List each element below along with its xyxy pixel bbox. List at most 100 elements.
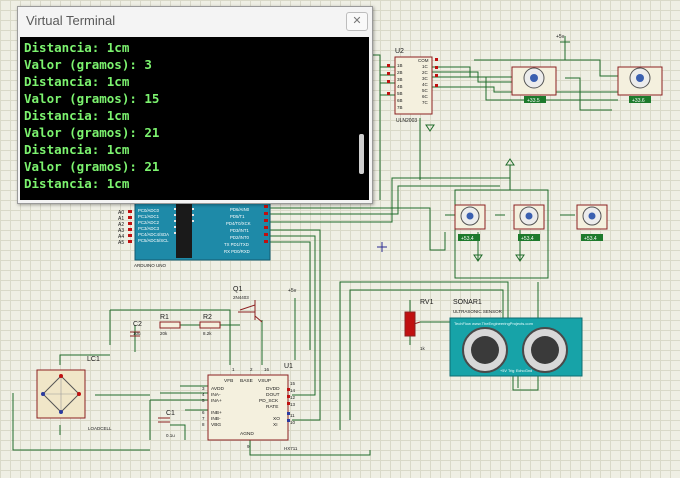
u2-pin: 6C — [422, 94, 429, 99]
sonar-brand: TechFlow www.TheEngineeringProjects.com — [454, 321, 534, 326]
q1-transistor[interactable]: Q1 2N4403 — [233, 286, 263, 323]
c1-ref: C1 — [166, 410, 175, 417]
terminal-title: Virtual Terminal — [26, 13, 116, 28]
arduino-pin-label: PC4/ADC4/SDA — [138, 232, 169, 237]
u2-pin: 3B — [397, 77, 403, 82]
u1-pin-number: 15 — [290, 381, 296, 386]
u1-pin: VFB — [224, 378, 233, 384]
arduino-analog-pin: A1 — [118, 216, 124, 222]
u1-pin-number: 3 — [202, 386, 205, 391]
rv1-potentiometer[interactable]: RV1 1k — [404, 299, 434, 351]
stepper-motor-mid-3[interactable]: +53.4 — [576, 204, 608, 242]
terminal-line: Distancia: 1cm — [24, 74, 130, 89]
r2-resistor[interactable]: R2 8.2k — [199, 314, 221, 336]
cursor-marker-icon — [377, 242, 387, 252]
virtual-terminal-window[interactable]: Virtual Terminal ✕ Distancia: 1cm Valor … — [17, 6, 373, 204]
u1-pin-number: 16 — [264, 367, 270, 372]
motor-readout: +53.4 — [461, 236, 474, 242]
lc1-part: LOADCELL — [88, 426, 112, 431]
stepper-motor-mid-2[interactable]: +53.4 — [513, 204, 545, 242]
stepper-motor-top-2[interactable]: +33.6 — [617, 66, 663, 104]
lc1-ref: LC1 — [87, 356, 100, 363]
u1-pin: INB+ — [211, 410, 222, 416]
u1-pin: INB- — [211, 416, 221, 422]
arduino-pin-label: PC3/ADC3 — [138, 226, 160, 231]
u1-pin-number: 14 — [290, 388, 296, 393]
u1-pin: XI — [273, 422, 278, 428]
u2-pin: 2C — [422, 70, 429, 75]
scrollbar-thumb[interactable] — [359, 134, 364, 174]
arduino-pin-label: PC0/ADC0 — [138, 208, 160, 213]
arduino-analog-pin: A3 — [118, 228, 124, 234]
arduino-analog-pin: A4 — [118, 234, 124, 240]
terminal-scrollbar[interactable] — [357, 39, 367, 198]
u2-pin: 2B — [397, 70, 403, 75]
sonar-pin-label: +5V — [500, 369, 507, 373]
u2-pin: 4B — [397, 84, 403, 89]
u1-pin: INA- — [211, 392, 221, 398]
r2-value: 8.2k — [203, 331, 212, 336]
r2-ref: R2 — [203, 314, 212, 321]
lc1-loadcell[interactable]: LC1 LOADCELL — [36, 356, 112, 431]
r1-resistor[interactable]: R1 20k — [159, 314, 181, 336]
u1-pin: VSUP — [258, 378, 271, 384]
u1-pin-number: 11 — [290, 413, 295, 418]
u1-ref: U1 — [284, 363, 293, 370]
u1-pin: DOUT — [266, 392, 280, 398]
power-arrows — [425, 36, 570, 262]
u1-pin: AGND — [240, 431, 254, 437]
close-icon[interactable]: ✕ — [346, 12, 368, 31]
arduino-pin-label: PC5/ADC5/SCL — [138, 238, 169, 243]
u2-pin: 7B — [397, 105, 403, 110]
c1-value: 0.1u — [166, 433, 175, 438]
arduino-uno[interactable]: PC0/ADC0 PC1/ADC1 PC2/ADC2 PC3/ADC3 PC4/… — [118, 197, 271, 268]
u1-pin-number: 4 — [202, 392, 205, 397]
u1-pin: RATE — [266, 404, 278, 410]
u2-pin: 1C — [422, 64, 429, 69]
terminal-line: Distancia: 1cm — [24, 108, 130, 123]
u1-pin-number: 10 — [290, 420, 296, 425]
terminal-line: Valor (gramos): 21 — [24, 159, 160, 174]
u2-pin: 6B — [397, 98, 403, 103]
supply-label: +5v — [288, 288, 297, 294]
sonar-ref: SONAR1 — [453, 299, 482, 306]
u2-chip[interactable]: U2 ULN2003 1B 2B 3B 4B 5B 6B 7B COM 1C 2… — [387, 48, 438, 124]
r1-ref: R1 — [160, 314, 169, 321]
u1-pin-number: 6 — [202, 410, 205, 415]
u2-pin: COM — [418, 58, 429, 63]
terminal-line: Distancia: 1cm — [24, 176, 130, 191]
stepper-motor-top-1[interactable]: +33.5 — [511, 66, 557, 104]
terminal-line: Valor (gramos): 15 — [24, 91, 160, 106]
u2-ref: U2 — [395, 48, 404, 55]
c2-ref: C2 — [133, 321, 142, 328]
motor-readout: +53.4 — [584, 236, 597, 242]
sonar-sensor[interactable]: SONAR1 ULTRASONIC SENSOR TechFlow www.Th… — [449, 299, 583, 377]
arduino-label: ARDUINO UNO — [134, 263, 167, 268]
u1-hx711[interactable]: U1 HX711 VFB BASE VSUP AVDD INA- INA+ IN… — [202, 363, 298, 451]
u1-pin: INA+ — [211, 398, 222, 404]
u2-pin: 7C — [422, 100, 429, 105]
u1-pin-number: 13 — [290, 402, 296, 407]
u2-pin: 5C — [422, 88, 429, 93]
arduino-pin-label: PD4/T0/XCK — [226, 221, 251, 226]
q1-part: 2N4403 — [233, 295, 249, 300]
u1-pin: BASE — [240, 378, 253, 384]
c2-capacitor[interactable]: C2 10u — [130, 321, 142, 337]
arduino-pin-label: PC1/ADC1 — [138, 214, 160, 219]
arduino-pin-label: PD5/T1 — [230, 214, 245, 219]
c1-capacitor[interactable]: C1 0.1u — [158, 410, 175, 438]
arduino-analog-pin: A2 — [118, 222, 124, 228]
rv1-ref: RV1 — [420, 299, 434, 306]
arduino-pin-label: TX PD1/TXD — [224, 242, 249, 247]
u1-pin: XO — [273, 416, 280, 422]
motor-readout: +53.4 — [521, 236, 534, 242]
u1-pin-number: 8 — [202, 422, 205, 427]
arduino-pin-label: PD3/INT1 — [230, 228, 249, 233]
sonar-part: ULTRASONIC SENSOR — [453, 309, 503, 314]
u2-pin: 5B — [397, 91, 403, 96]
terminal-screen[interactable]: Distancia: 1cm Valor (gramos): 3 Distanc… — [20, 37, 369, 200]
arduino-analog-pin: A5 — [118, 240, 124, 246]
stepper-motor-mid-1[interactable]: +53.4 — [454, 204, 486, 242]
sonar-pin-label: Gnd — [525, 369, 532, 373]
